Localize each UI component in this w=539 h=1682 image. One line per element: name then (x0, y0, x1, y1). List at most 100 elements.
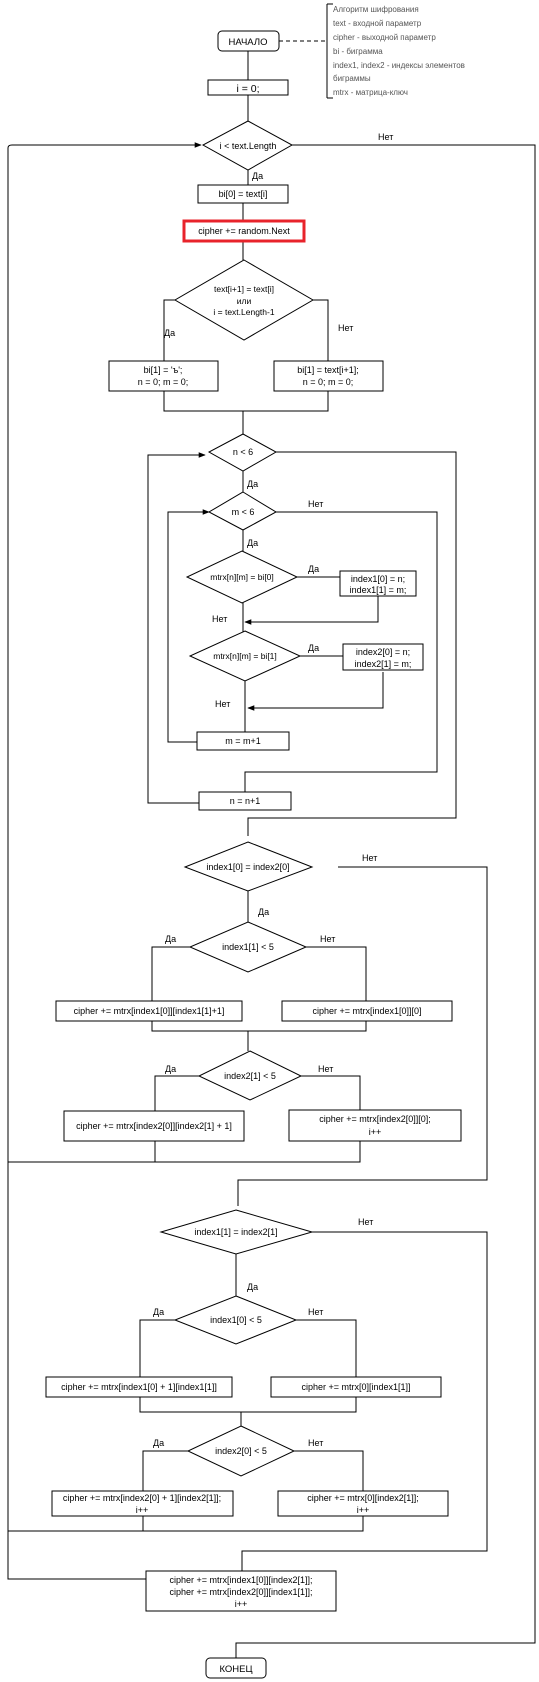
edges (7, 3, 536, 1658)
edge-label-no: Нет (308, 499, 323, 509)
edge-condcol-no (241, 1231, 488, 1571)
node-cond-i11-label: index1[1] < 5 (222, 942, 274, 952)
edge-label-no: Нет (212, 614, 227, 624)
edge-label-yes: Да (164, 328, 175, 338)
node-row-a2-label: cipher += mtrx[index1[0]][0] (312, 1006, 421, 1016)
node-m-inc[interactable]: m = m+1 (196, 731, 290, 751)
edge-label-yes: Да (247, 538, 258, 548)
node-row-a2[interactable]: cipher += mtrx[index1[0]][0] (281, 1000, 453, 1022)
edge-minc-back (167, 509, 210, 743)
edge-label-no: Нет (378, 132, 393, 142)
edge-label-no: Нет (358, 1217, 373, 1227)
node-cond-i21[interactable]: index2[1] < 5 (197, 1050, 303, 1101)
node-cond-i[interactable]: i < text.Length (201, 120, 294, 171)
edge-condi21-no (301, 1075, 361, 1110)
node-cond-bi0[interactable]: mtrx[n][m] = bi[0] (185, 550, 299, 604)
edge-label-yes: Да (258, 907, 269, 917)
edge-condi10-no (296, 1319, 357, 1377)
node-cond-i11[interactable]: index1[1] < 5 (188, 921, 308, 973)
node-col-a1[interactable]: cipher += mtrx[index1[0] + 1][index1[1]] (45, 1376, 233, 1398)
annotation-note: Алгоритм шифрования text - входной парам… (333, 5, 465, 97)
node-cond-i21-label: index2[1] < 5 (224, 1071, 276, 1081)
node-cond-text[interactable]: text[i+1] = text[i] или i = text.Length-… (174, 259, 314, 341)
edge-condi11-yes (151, 946, 190, 1001)
node-index1-set-line: index1[0] = n; (351, 574, 405, 584)
node-col-b1[interactable]: cipher += mtrx[index2[0] + 1][index2[1]]… (51, 1490, 234, 1517)
node-col-b2-line: cipher += mtrx[0][index2[1]]; (307, 1493, 419, 1503)
node-cond-i10-label: index1[0] < 5 (210, 1315, 262, 1325)
node-col-a1-label: cipher += mtrx[index1[0] + 1][index1[1]] (61, 1382, 217, 1392)
node-init-i[interactable]: i = 0; (207, 79, 289, 96)
node-row-a1-label: cipher += mtrx[index1[0]][index1[1]+1] (74, 1006, 225, 1016)
edge-label-yes: Да (153, 1438, 164, 1448)
edge-label-yes: Да (247, 479, 258, 489)
node-row-a1[interactable]: cipher += mtrx[index1[0]][index1[1]+1] (55, 1000, 243, 1022)
edge-label-yes: Да (153, 1307, 164, 1317)
node-cond-text-line: text[i+1] = text[i] (214, 284, 274, 294)
edge-condi20-yes (142, 1450, 188, 1491)
node-cipher-random[interactable]: cipher += random.Next (182, 219, 306, 243)
node-n-inc-label: n = n+1 (230, 796, 261, 806)
edge-index2-return (247, 672, 384, 711)
node-cond-i20[interactable]: index2[0] < 5 (186, 1425, 296, 1477)
edge-condi20-no (294, 1450, 364, 1491)
edge-label-yes: Да (252, 171, 263, 181)
edge-condi21-yes (154, 1075, 199, 1111)
node-cond-m[interactable]: m < 6 (207, 491, 278, 531)
edge-label-yes: Да (165, 934, 176, 944)
edge-condi-no (235, 144, 536, 1658)
edge-labels: Да Нет Да Нет Да Нет Да Да Нет Да Нет Не… (153, 132, 393, 1448)
edge-label-yes: Да (308, 564, 319, 574)
edge-colb2-spine (8, 1516, 364, 1532)
node-row-b1-label: cipher += mtrx[index2[0]][index2[1] + 1] (76, 1121, 232, 1131)
node-start-label: НАЧАЛО (229, 37, 268, 48)
node-col-b1-line: cipher += mtrx[index2[0] + 1][index2[1]]… (63, 1493, 221, 1503)
note-line: биграммы (333, 74, 371, 83)
node-col-b2[interactable]: cipher += mtrx[0][index2[1]]; i++ (277, 1490, 449, 1517)
node-cond-m-label: m < 6 (232, 507, 255, 517)
node-col-b1-line: i++ (136, 1505, 149, 1515)
edge-label-no: Нет (362, 853, 377, 863)
node-rect-case-line: i++ (235, 1599, 248, 1609)
node-init-i-label: i = 0; (236, 83, 259, 95)
node-cond-n[interactable]: n < 6 (207, 433, 278, 472)
node-m-inc-label: m = m+1 (225, 736, 261, 746)
note-line: mtrx - матрица-ключ (333, 88, 408, 97)
note-line: Алгоритм шифрования (333, 5, 419, 14)
node-end[interactable]: КОНЕЦ (205, 1657, 267, 1679)
node-bi0-label: bi[0] = text[i] (219, 189, 268, 199)
node-index2-set[interactable]: index2[0] = n; index2[1] = m; (342, 643, 424, 671)
node-cond-row[interactable]: index1[0] = index2[0] (183, 841, 314, 892)
edge-condi11-no (306, 946, 367, 1001)
node-start[interactable]: НАЧАЛО (217, 30, 280, 52)
node-bi1-next[interactable]: bi[1] = text[i+1]; n = 0; m = 0; (273, 360, 384, 392)
edge-index1-return (244, 596, 379, 625)
edge-condi10-yes (139, 1319, 175, 1377)
edge-condtext-no (313, 299, 329, 361)
node-cond-n-label: n < 6 (233, 447, 253, 457)
node-cond-i10[interactable]: index1[0] < 5 (173, 1295, 298, 1345)
node-cond-col[interactable]: index1[1] = index2[1] (159, 1209, 314, 1255)
node-cond-row-label: index1[0] = index2[0] (206, 862, 289, 872)
node-cond-col-label: index1[1] = index2[1] (194, 1227, 277, 1237)
edge-rowb2-spine (8, 1141, 361, 1163)
node-row-b1[interactable]: cipher += mtrx[index2[0]][index2[1] + 1] (63, 1110, 245, 1142)
node-cond-text-line: или (237, 296, 252, 306)
node-cipher-random-label: cipher += random.Next (198, 226, 290, 236)
node-bi0[interactable]: bi[0] = text[i] (197, 184, 289, 204)
node-index1-set[interactable]: index1[0] = n; index1[1] = m; (339, 570, 417, 597)
node-rect-case[interactable]: cipher += mtrx[index1[0]][index2[1]]; ci… (145, 1570, 337, 1612)
node-bi1-soft[interactable]: bi[1] = 'ъ'; n = 0; m = 0; (108, 360, 219, 392)
edge-label-no: Нет (308, 1307, 323, 1317)
node-end-label: КОНЕЦ (219, 1664, 252, 1675)
node-row-b2-line: i++ (369, 1127, 382, 1137)
node-n-inc[interactable]: n = n+1 (198, 791, 292, 811)
node-cond-bi1[interactable]: mtrx[n][m] = bi[1] (188, 630, 302, 682)
edge-condrow-no (237, 866, 488, 1206)
node-row-b2[interactable]: cipher += mtrx[index2[0]][0]; i++ (288, 1109, 462, 1142)
edge-label-no: Нет (308, 1438, 323, 1448)
node-col-a2[interactable]: cipher += mtrx[0][index1[1]] (270, 1376, 442, 1398)
note-line: index1, index2 - индексы элементов (333, 61, 465, 70)
node-cond-i-label: i < text.Length (220, 141, 277, 151)
